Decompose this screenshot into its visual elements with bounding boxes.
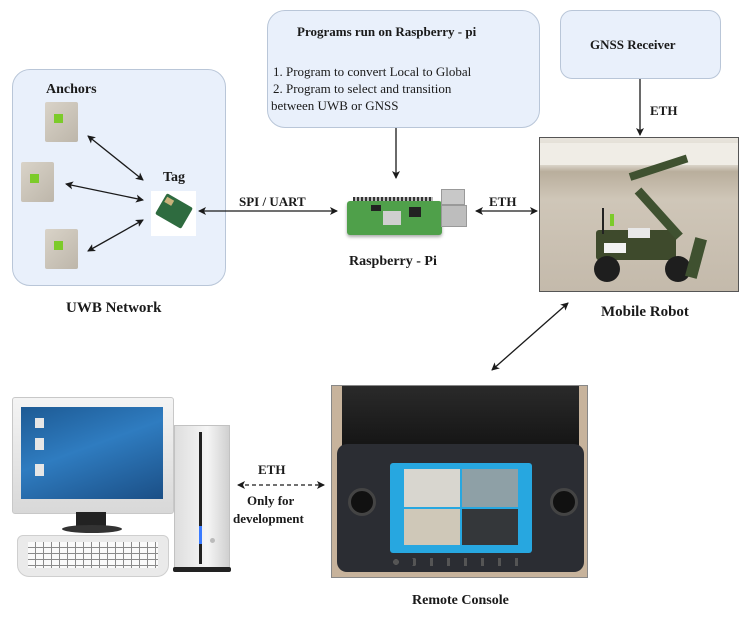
programs-line-3: between UWB or GNSS <box>271 98 399 113</box>
keyboard-icon <box>17 535 169 577</box>
programs-line-2: 2. Program to select and transition <box>273 81 452 96</box>
programs-box <box>267 10 540 128</box>
remote-console-photo <box>331 385 588 578</box>
dev-note-line-1: Only for <box>247 493 295 508</box>
anchor-led-icon <box>54 114 63 123</box>
mobile-robot-photo <box>539 137 739 292</box>
anchor-device-2 <box>21 162 54 202</box>
gnss-receiver-box <box>560 10 721 79</box>
gnss-robot-eth-label: ETH <box>650 103 678 118</box>
gnss-receiver-title: GNSS Receiver <box>590 37 676 52</box>
anchor-device-1 <box>45 102 78 142</box>
raspberry-pi-label: Raspberry - Pi <box>349 254 437 269</box>
tag-device <box>151 191 196 236</box>
console-screen <box>390 463 532 553</box>
remote-console-label: Remote Console <box>412 593 509 608</box>
right-joystick <box>550 488 578 516</box>
dev-note-line-2: development <box>233 511 304 526</box>
left-joystick <box>348 488 376 516</box>
pc-console-eth-label: ETH <box>258 462 286 477</box>
raspberry-pi-board <box>343 187 467 237</box>
pc-tower-icon <box>173 425 231 572</box>
uwb-network-title: UWB Network <box>66 300 162 316</box>
tag-board-icon <box>155 193 193 229</box>
programs-title: Programs run on Raspberry - pi <box>297 24 477 39</box>
anchor-led-icon <box>30 174 39 183</box>
anchor-led-icon <box>54 241 63 250</box>
desktop-pc <box>12 397 232 587</box>
spi-uart-label: SPI / UART <box>239 194 306 209</box>
programs-line-1: 1. Program to convert Local to Global <box>273 64 472 79</box>
monitor-icon <box>12 397 174 514</box>
anchor-device-3 <box>45 229 78 269</box>
robot-console-arrow <box>491 302 569 371</box>
tag-label: Tag <box>163 170 186 185</box>
pi-robot-eth-label: ETH <box>489 194 517 209</box>
mobile-robot-label: Mobile Robot <box>601 304 689 320</box>
anchors-label: Anchors <box>46 82 97 97</box>
